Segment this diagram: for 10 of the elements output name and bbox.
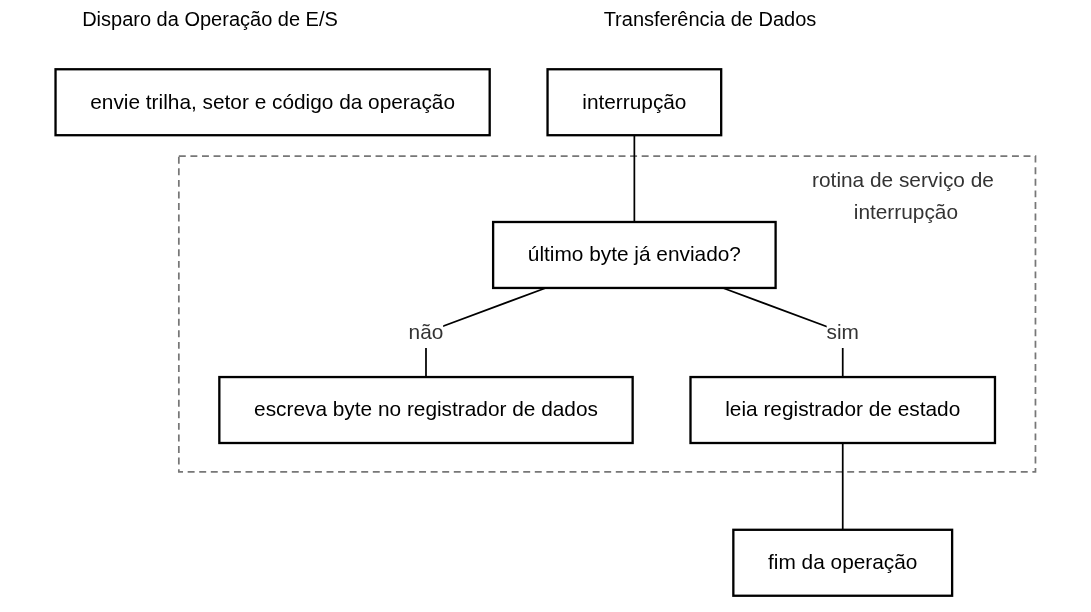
column-heading: Transferência de Dados <box>602 8 818 31</box>
edge-label: sim <box>826 320 859 344</box>
node-box: último byte já enviado? <box>491 220 777 290</box>
node-box: fim da operação <box>732 528 954 597</box>
column-heading: Disparo da Operação de E/S <box>81 8 339 31</box>
node-box: interrupção <box>546 68 723 137</box>
node-box: leia registrador de estado <box>689 375 997 445</box>
edge-label: não <box>408 320 444 344</box>
node-box: envie trilha, setor e código da operação <box>54 68 491 137</box>
node-box: escreva byte no registrador de dados <box>218 375 634 445</box>
